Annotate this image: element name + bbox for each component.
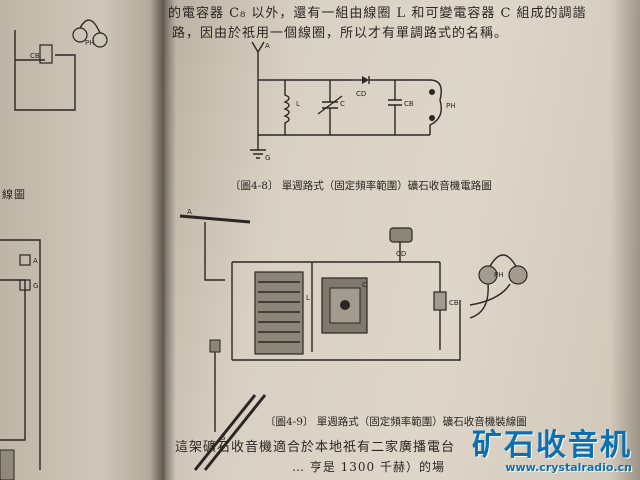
fig8-label-antenna: A xyxy=(265,42,270,50)
body-text-bottom-2: … 亨是 1300 千赫）的場 xyxy=(292,460,445,474)
fig9-headphones xyxy=(478,254,528,285)
left-page-fragment: 線圖 xyxy=(2,188,26,201)
fig8-label-detector: CD xyxy=(356,90,366,98)
left-label-phone: PH xyxy=(85,39,95,47)
fig9-variable-capacitor xyxy=(321,277,368,334)
fig8-label-capacitor: C xyxy=(340,100,345,108)
fig9-label-phone: PH xyxy=(494,271,504,279)
fig9-label-antenna: A xyxy=(187,208,192,216)
fig9-label-capacitor: C xyxy=(362,281,367,289)
left-label-antenna: A xyxy=(33,257,38,265)
fig9-detector xyxy=(389,227,413,243)
body-text-bottom-1: 這架礦石收音機適合於本地祇有二家廣播電台 xyxy=(175,440,456,455)
fig9-bypass-capacitor xyxy=(433,291,447,311)
figure-4-8-caption: 〔圖4-8〕 單週路式（固定頻率範圍）礦石收音機電路圖 xyxy=(230,180,492,192)
figure-4-9-caption: 〔圖4-9〕 單週路式（固定頻率範圍）礦石收音機裝線圖 xyxy=(265,416,527,428)
left-label-ground: G xyxy=(33,282,38,290)
left-label-capacitor: CB xyxy=(30,52,40,60)
fig8-label-ground: G xyxy=(265,154,270,162)
body-text-line-1: 的電容器 C₈ 以外，還有一組由線圈 L 和可變電容器 C 組成的調諧 xyxy=(168,6,587,21)
fig9-coil xyxy=(254,271,304,355)
fig8-label-coil: L xyxy=(296,100,300,108)
fig9-label-bypass: CB xyxy=(449,299,459,307)
fig9-label-ground: G xyxy=(220,434,225,442)
site-watermark: 矿石收音机 www.crystalradio.cn xyxy=(472,428,632,475)
fig9-label-detector: CD xyxy=(396,250,406,258)
left-page: PH CB A G 線圖 xyxy=(0,0,165,480)
fig9-label-coil: L xyxy=(306,294,310,302)
watermark-url: www.crystalradio.cn xyxy=(505,461,632,474)
watermark-title: 矿石收音机 xyxy=(472,428,632,463)
left-page-diagram: PH CB A G xyxy=(0,19,108,480)
fig8-label-bypass: CB xyxy=(404,100,414,108)
fig8-label-phone: PH xyxy=(446,102,456,110)
body-text-line-2: 路，因由於祇用一個線圈，所以才有單調路式的名稱。 xyxy=(172,26,509,41)
book-gutter xyxy=(150,0,176,480)
